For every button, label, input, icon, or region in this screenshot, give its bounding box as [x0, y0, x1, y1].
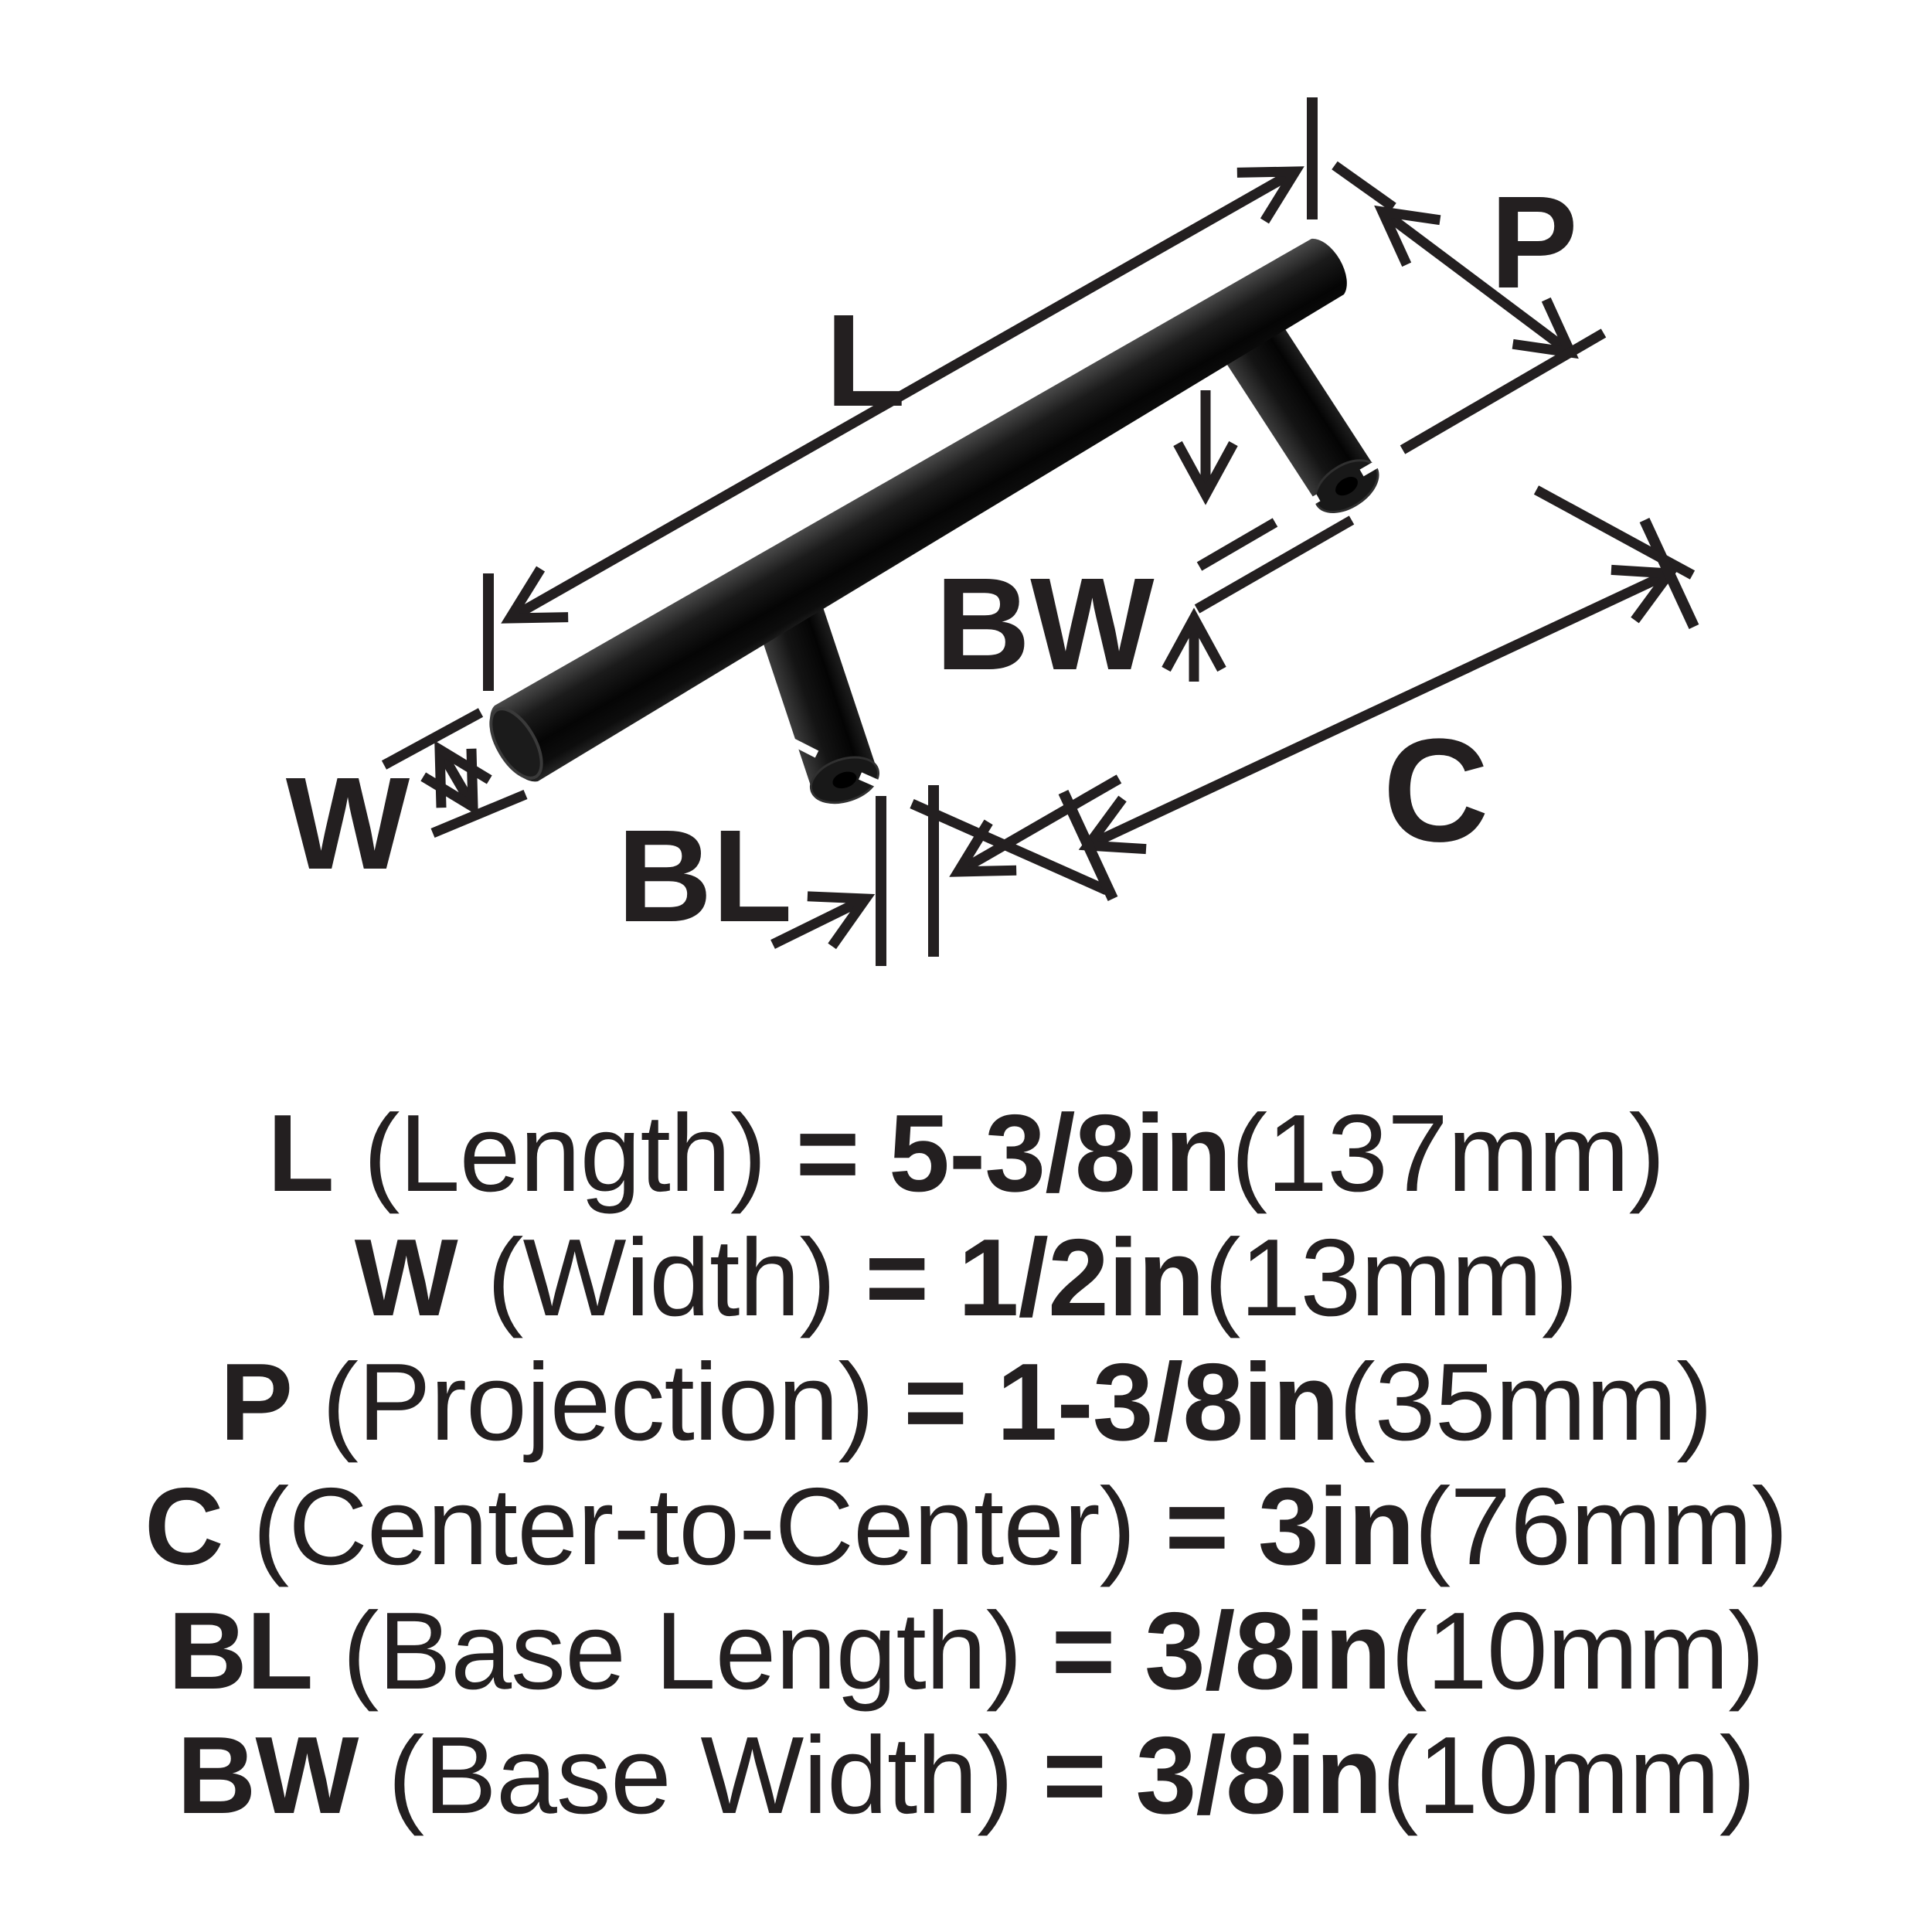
- spec-imperial-value: 3/8in: [1135, 1714, 1383, 1837]
- spec-name: (Width): [457, 1216, 866, 1339]
- spec-imperial-value: 5-3/8in: [889, 1092, 1232, 1215]
- spec-imperial-value: 3in: [1257, 1465, 1415, 1588]
- spec-line-length: L (Length) = 5-3/8in(137mm): [0, 1091, 1932, 1216]
- bw-upper-reference-left: [1196, 518, 1278, 571]
- dim-label-length: L: [825, 287, 906, 434]
- spec-metric-value: (10mm): [1382, 1714, 1756, 1837]
- spec-imperial-value: 1/2in: [957, 1216, 1206, 1339]
- l-dimension-line: [501, 166, 1304, 624]
- spec-equals: =: [1051, 1590, 1145, 1713]
- spec-name: (Base Length): [312, 1590, 1052, 1713]
- rear-axis-dash-left: [1270, 494, 1321, 528]
- spec-metric-value: (35mm): [1338, 1341, 1713, 1464]
- spec-symbol: W: [354, 1216, 458, 1339]
- c-end-tick-right: [1639, 518, 1699, 629]
- spec-name: (Base Width): [358, 1714, 1043, 1837]
- rear-axis-dash-right: [1359, 443, 1410, 477]
- spec-symbol: C: [144, 1465, 224, 1588]
- spec-name: (Center-to-Center): [223, 1465, 1165, 1588]
- handle-bar: [490, 238, 1347, 782]
- spec-line-width: W (Width) = 1/2in(13mm): [0, 1216, 1932, 1340]
- w-reference-lower: [430, 790, 528, 838]
- spec-line-base-length: BL (Base Length) = 3/8in(10mm): [0, 1589, 1932, 1713]
- spec-name: (Length): [333, 1092, 796, 1215]
- spec-symbol: BW: [176, 1714, 359, 1837]
- spec-equals: =: [795, 1092, 889, 1215]
- bw-upper-reference-right: [1400, 328, 1607, 454]
- handle-dimension-drawing: L P BW C BL W: [286, 97, 1699, 966]
- spec-symbol: P: [219, 1341, 294, 1464]
- dim-label-projection: P: [1490, 169, 1577, 316]
- dim-label-width: W: [286, 750, 410, 897]
- spec-equals: =: [865, 1216, 958, 1339]
- spec-name: (Projection): [292, 1341, 904, 1464]
- spec-equals: =: [1043, 1714, 1136, 1837]
- w-dimension-arrow: [420, 740, 492, 816]
- spec-symbol: L: [267, 1092, 335, 1215]
- w-reference-upper: [381, 708, 484, 770]
- spec-metric-value: (10mm): [1390, 1590, 1765, 1713]
- bar-end-cap: [489, 707, 543, 780]
- dim-label-center-to-center: C: [1383, 709, 1488, 872]
- c-dimension-line: [1078, 564, 1679, 855]
- front-axis-dash-right: [858, 772, 910, 801]
- front-post: [752, 588, 880, 804]
- front-screw-hole: [832, 771, 857, 789]
- rear-screw-hole: [1335, 477, 1359, 496]
- spec-equals: =: [903, 1341, 997, 1464]
- spec-line-base-width: BW (Base Width) = 3/8in(10mm): [0, 1713, 1932, 1838]
- spec-metric-value: (137mm): [1230, 1092, 1665, 1215]
- spec-imperial-value: 3/8in: [1144, 1590, 1392, 1713]
- p-reference-tick: [1332, 161, 1396, 212]
- front-axis-dash-left: [767, 726, 819, 758]
- dim-label-base-length: BL: [617, 803, 793, 950]
- spec-symbol: BL: [168, 1590, 313, 1713]
- dim-label-base-width: BW: [935, 551, 1155, 698]
- spec-metric-value: (76mm): [1413, 1465, 1788, 1588]
- spec-imperial-value: 1-3/8in: [996, 1341, 1340, 1464]
- spec-metric-value: (13mm): [1204, 1216, 1578, 1339]
- spec-equals: =: [1165, 1465, 1258, 1588]
- bl-arrow-right: [949, 774, 1122, 877]
- front-post-body: [752, 588, 878, 794]
- bw-lower-reference: [1194, 515, 1355, 614]
- spec-line-center-to-center: C (Center-to-Center) = 3in(76mm): [0, 1464, 1932, 1589]
- p-dimension-line: [1374, 205, 1579, 359]
- bl-arrow-left: [770, 891, 876, 950]
- spec-line-projection: P (Projection) = 1-3/8in(35mm): [0, 1340, 1932, 1464]
- dimension-spec-list: L (Length) = 5-3/8in(137mm) W (Width) = …: [0, 1091, 1932, 1838]
